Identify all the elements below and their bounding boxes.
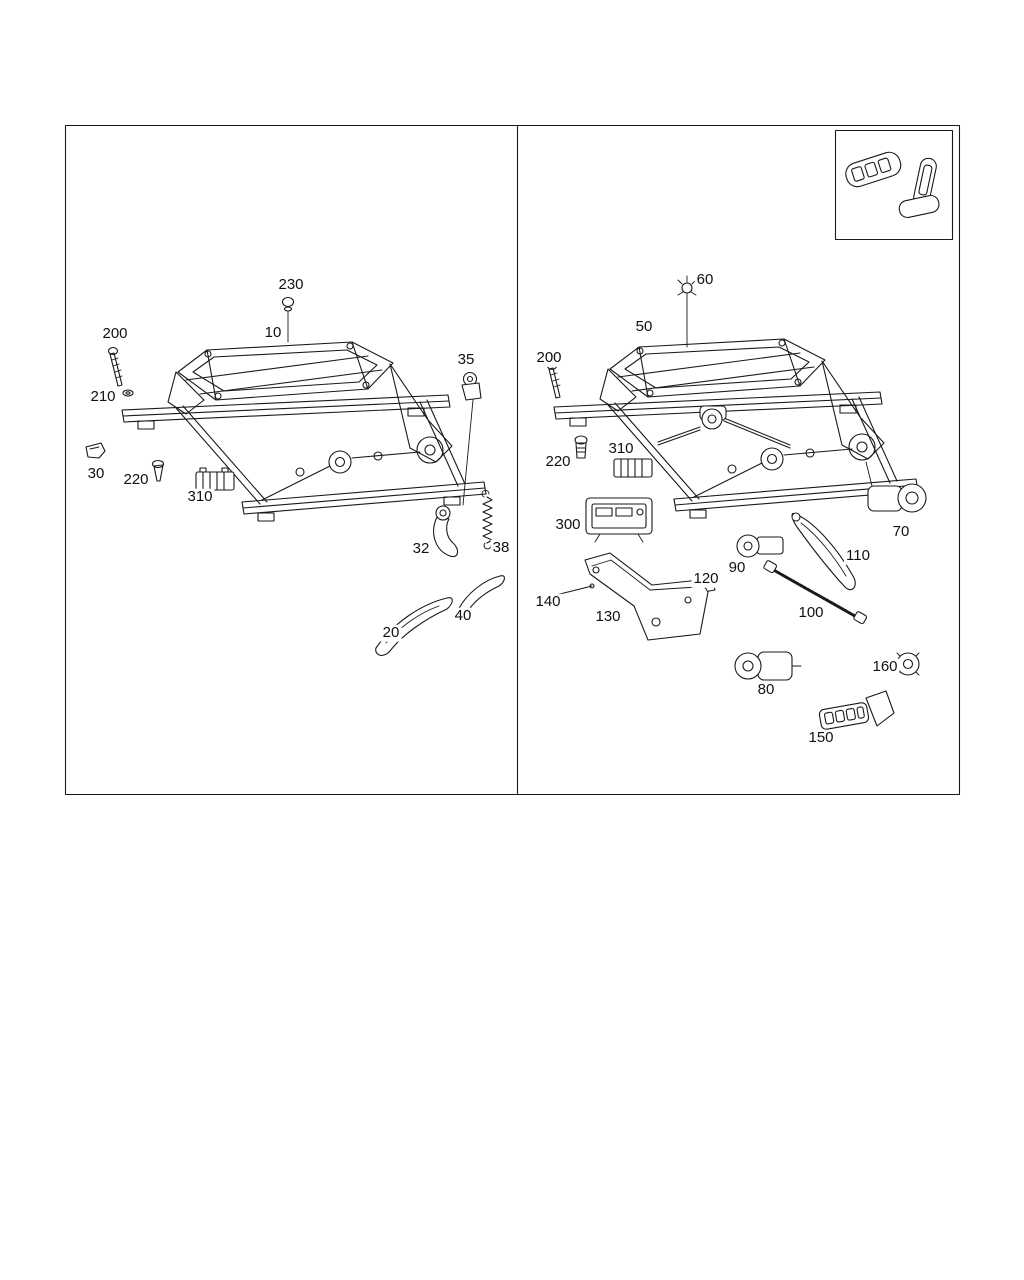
part-220-bolt [574, 435, 588, 459]
part-callout-right-160[interactable]: 160 [870, 657, 900, 676]
seat-adjust-switch-icon [845, 151, 902, 188]
part-callout-right-150[interactable]: 150 [806, 728, 836, 747]
part-210-washer [122, 389, 134, 397]
part-100-flex-shaft [763, 560, 868, 625]
part-310-module [195, 467, 235, 491]
part-callout-right-70[interactable]: 70 [890, 522, 912, 541]
diagram-border [64, 124, 961, 796]
part-callout-right-60[interactable]: 60 [694, 270, 716, 289]
right-panel-parts [546, 275, 927, 730]
part-callout-left-20[interactable]: 20 [380, 623, 402, 642]
part-callout-left-38[interactable]: 38 [490, 538, 512, 557]
part-60-grommet [677, 275, 697, 348]
part-callout-right-140[interactable]: 140 [533, 592, 563, 611]
part-callout-right-220[interactable]: 220 [543, 452, 573, 471]
part-150-switch [818, 690, 895, 730]
part-callout-right-90[interactable]: 90 [726, 558, 748, 577]
part-110-arm [791, 512, 856, 591]
part-callout-right-110[interactable]: 110 [844, 546, 872, 565]
part-32-lever [433, 505, 459, 558]
part-callout-left-310[interactable]: 310 [185, 487, 215, 506]
seat-drive-motor [657, 405, 791, 449]
part-callout-left-40[interactable]: 40 [452, 606, 474, 625]
inset-legend-box [834, 129, 954, 241]
part-callout-left-220[interactable]: 220 [121, 470, 151, 489]
part-callout-right-120[interactable]: 120 [691, 569, 721, 588]
part-callout-right-310[interactable]: 310 [606, 439, 636, 458]
part-310-module [613, 458, 653, 478]
part-callout-left-32[interactable]: 32 [410, 539, 432, 558]
part-callout-right-80[interactable]: 80 [755, 680, 777, 699]
part-callout-left-210[interactable]: 210 [88, 387, 118, 406]
part-230-bolt [281, 296, 295, 343]
part-callout-left-30[interactable]: 30 [85, 464, 107, 483]
part-30-clip [85, 442, 106, 459]
part-callout-left-35[interactable]: 35 [455, 350, 477, 369]
part-callout-left-10[interactable]: 10 [262, 323, 284, 342]
part-callout-right-130[interactable]: 130 [593, 607, 623, 626]
part-35-bracket [461, 371, 482, 506]
part-300-control-unit [585, 497, 653, 543]
part-callout-left-230[interactable]: 230 [276, 275, 306, 294]
part-callout-right-300[interactable]: 300 [553, 515, 583, 534]
part-200-screw [107, 346, 123, 387]
part-70-motor [865, 461, 927, 513]
part-220-screw [151, 459, 165, 482]
part-callout-right-200[interactable]: 200 [534, 348, 564, 367]
left-panel-parts [85, 296, 505, 656]
part-callout-right-50[interactable]: 50 [633, 317, 655, 336]
seat-profile-switch-icon [898, 157, 940, 219]
part-80-motor [734, 651, 802, 681]
part-90-motor [736, 534, 784, 558]
part-callout-right-100[interactable]: 100 [796, 603, 826, 622]
part-130-bracket [584, 552, 709, 641]
part-callout-left-200[interactable]: 200 [100, 324, 130, 343]
